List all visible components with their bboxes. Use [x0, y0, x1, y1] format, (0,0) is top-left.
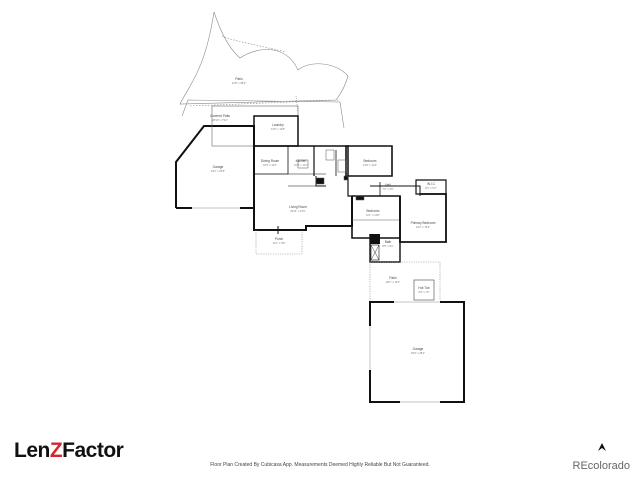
label-bedroom-top: Bedroom — [364, 159, 377, 163]
garage-big-walls — [368, 300, 465, 404]
label-covered-patio: Covered Patio — [210, 114, 230, 118]
north-arrow-icon — [598, 443, 606, 451]
label-dining-room: Dining Room — [261, 159, 280, 163]
recolorado-credit: REcolorado — [572, 460, 630, 472]
lenzfactor-logo: LenZFactor — [14, 439, 124, 463]
porch-area — [255, 226, 303, 255]
brand-z: Z — [49, 439, 63, 462]
label-garage-big: Garage — [413, 347, 424, 351]
dims-garage-left: 23'2" x 23'5" — [211, 169, 225, 173]
dims-wic: 8'1" x 5'1" — [425, 186, 436, 190]
dims-hot-tub: 6'0" x 7'0" — [418, 290, 429, 294]
label-bath: Bath — [385, 240, 392, 244]
dims-garage-big: 29'9" x 28'1" — [411, 351, 425, 355]
dims-patio-top: 44'8" x 28'4" — [232, 81, 246, 85]
dims-primary-bedroom: 13'2" x 15'0" — [416, 225, 430, 229]
label-hall: Hall — [385, 183, 391, 187]
label-living-room: Living Room — [289, 205, 307, 209]
dims-living-room: 20'11" x 15'0" — [290, 209, 306, 213]
dims-kitchen: 15'8" x 11'1" — [294, 163, 308, 167]
patio-top-area — [179, 11, 349, 129]
dims-dining-room: 10'5" x 11'2" — [263, 163, 277, 167]
dims-bath: 8'5" x 5'1" — [382, 244, 393, 248]
label-kitchen: Kitchen — [296, 159, 307, 163]
label-garage-left: Garage — [213, 165, 224, 169]
label-laundry: Laundry — [272, 123, 284, 127]
brand-suffix: Factor — [62, 439, 124, 462]
dims-patio-mid: 28'1" x 15'4" — [386, 280, 400, 284]
label-bedroom-mid: Bedroom — [367, 209, 380, 213]
patio-mid-area — [369, 261, 441, 303]
brand-prefix: Len — [14, 439, 50, 462]
room-labels: Patio 44'8" x 28'4" Covered Patio 28'10"… — [210, 77, 437, 355]
label-wic: W.I.C — [427, 182, 435, 186]
label-primary-bedroom: Primary Bedroom — [411, 221, 436, 225]
dims-porch: 14'1" x 5'9" — [273, 241, 286, 245]
label-hot-tub: Hot Tub — [418, 286, 429, 290]
dims-covered-patio: 28'10" x 7'10" — [212, 118, 228, 122]
dims-hall: 7'2" x 3'5" — [382, 187, 393, 191]
house-walls — [175, 105, 447, 263]
floorplan-disclaimer: Floor Plan Created By Cubicasa App. Meas… — [210, 462, 430, 468]
dims-bedroom-mid: 11'1" x 10'0" — [366, 213, 380, 217]
fixtures — [297, 149, 365, 201]
label-patio-mid: Patio — [389, 276, 396, 280]
label-patio-top: Patio — [235, 77, 242, 81]
dims-laundry: 13'6" x 11'8" — [271, 127, 285, 131]
dims-bedroom-top: 13'9" x 11'2" — [363, 163, 377, 167]
label-porch: Porch — [275, 237, 284, 241]
